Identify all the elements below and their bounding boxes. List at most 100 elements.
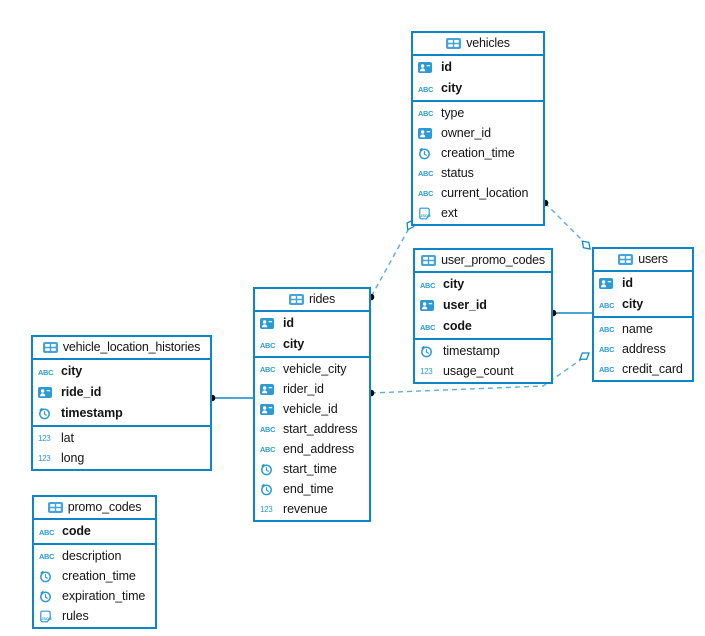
- relation-line[interactable]: [544, 202, 591, 249]
- table-name: vehicles: [466, 36, 510, 51]
- id-type-icon: [260, 403, 279, 415]
- field-row: ABC current_location: [413, 183, 543, 203]
- relation-line[interactable]: [370, 220, 414, 298]
- field-row: end_time: [255, 479, 369, 499]
- field-name: revenue: [283, 501, 328, 516]
- field-row: JSON rules: [34, 606, 155, 626]
- table-icon: [446, 38, 462, 49]
- string-type-icon: ABC: [260, 424, 279, 434]
- primary-key-section: id ABC city: [413, 56, 543, 102]
- field-row: user_id: [415, 295, 551, 316]
- field-name: id: [441, 60, 452, 75]
- field-row: id: [413, 57, 543, 78]
- primary-key-section: ABC code: [34, 520, 155, 545]
- field-row: ride_id: [33, 382, 210, 403]
- field-name: address: [622, 341, 666, 356]
- svg-text:123: 123: [260, 505, 273, 514]
- relation-diamond-marker: [579, 352, 590, 360]
- relation-vehicles-users[interactable]: [541, 199, 593, 252]
- field-name: city: [443, 277, 465, 292]
- field-name: city: [283, 337, 305, 352]
- svg-text:ABC: ABC: [418, 169, 434, 178]
- field-name: end_time: [283, 481, 334, 496]
- svg-text:ABC: ABC: [38, 368, 54, 377]
- svg-text:ABC: ABC: [260, 365, 276, 374]
- table-name: users: [638, 252, 668, 267]
- relation-user_promo_codes-users[interactable]: [549, 309, 592, 317]
- id-type-icon: [418, 127, 437, 139]
- id-type-icon: [418, 62, 437, 73]
- json-type-icon: JSON: [418, 207, 437, 220]
- string-type-icon: ABC: [418, 84, 437, 94]
- svg-text:ABC: ABC: [260, 425, 276, 434]
- field-name: user_id: [443, 298, 487, 313]
- string-type-icon: ABC: [420, 280, 439, 290]
- timestamp-type-icon: [260, 463, 279, 476]
- field-row: rider_id: [255, 379, 369, 399]
- table-icon: [288, 294, 304, 305]
- svg-text:ABC: ABC: [39, 528, 55, 537]
- svg-text:JSON: JSON: [420, 212, 430, 217]
- field-name: vehicle_id: [283, 401, 338, 416]
- table-header-users: users: [594, 249, 692, 272]
- relation-vehicle_location_histories-rides[interactable]: [208, 394, 253, 402]
- relation-line[interactable]: [370, 353, 590, 394]
- field-name: start_time: [283, 461, 337, 476]
- field-name: end_address: [283, 441, 355, 456]
- table-name: rides: [308, 292, 336, 307]
- field-row: ABC city: [594, 294, 692, 315]
- table-header-user_promo_codes: user_promo_codes: [415, 250, 551, 273]
- id-type-icon: [260, 318, 279, 329]
- field-row: creation_time: [34, 566, 155, 586]
- field-name: id: [622, 276, 633, 291]
- field-name: city: [441, 81, 463, 96]
- string-type-icon: ABC: [418, 168, 437, 178]
- field-row: start_time: [255, 459, 369, 479]
- field-name: credit_card: [622, 361, 683, 376]
- number-type-icon: 123: [260, 504, 279, 514]
- field-name: owner_id: [441, 125, 491, 140]
- svg-text:ABC: ABC: [599, 301, 615, 310]
- timestamp-type-icon: [420, 345, 439, 358]
- field-name: status: [441, 165, 474, 180]
- field-name: id: [283, 316, 294, 331]
- svg-text:ABC: ABC: [599, 345, 615, 354]
- field-row: id: [594, 273, 692, 294]
- field-row: timestamp: [415, 341, 551, 361]
- svg-text:ABC: ABC: [260, 445, 276, 454]
- field-row: vehicle_id: [255, 399, 369, 419]
- relation-rides-vehicles[interactable]: [367, 218, 417, 301]
- svg-text:123: 123: [420, 367, 433, 376]
- svg-text:ABC: ABC: [418, 189, 434, 198]
- field-name: rules: [62, 608, 89, 623]
- table-header-promo_codes: promo_codes: [34, 497, 155, 520]
- field-name: timestamp: [443, 343, 500, 358]
- field-name: current_location: [441, 185, 529, 200]
- field-name: expiration_time: [62, 588, 146, 603]
- string-type-icon: ABC: [599, 324, 618, 334]
- string-type-icon: ABC: [420, 322, 439, 332]
- id-type-icon: [38, 387, 57, 398]
- field-name: city: [622, 297, 644, 312]
- table-icon: [618, 254, 634, 265]
- field-name: code: [62, 524, 91, 539]
- timestamp-type-icon: [260, 483, 279, 496]
- timestamp-type-icon: [418, 147, 437, 160]
- table-name: user_promo_codes: [441, 253, 545, 268]
- timestamp-type-icon: [38, 407, 57, 420]
- svg-text:JSON: JSON: [41, 615, 51, 620]
